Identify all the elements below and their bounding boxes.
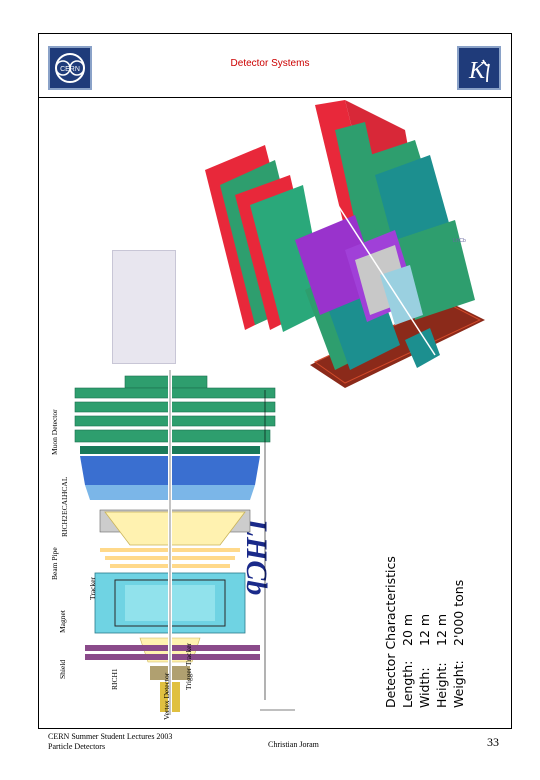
label-hcal: HCAL — [60, 476, 69, 497]
label-rich1: RICH1 — [110, 668, 119, 690]
k-gamma-logo: K — [457, 46, 501, 90]
lhcb-logo: LHCb — [112, 250, 273, 595]
detector-3d-view: LHCb — [205, 100, 485, 388]
spec-value: 2'000 tons — [451, 579, 466, 646]
cern-logo: CERN — [48, 46, 92, 90]
page-frame — [38, 33, 512, 729]
footer-course-title: Particle Detectors — [48, 742, 106, 751]
label-vertex-detector: Vertex Detector — [162, 672, 171, 720]
spec-row: Length: 20 m — [399, 556, 416, 708]
label-beam-pipe: Beam Pipe — [50, 547, 59, 580]
header-rule — [38, 97, 511, 98]
spec-row: Height: 12 m — [433, 556, 450, 708]
spec-label: Height: — [434, 662, 449, 708]
label-shield: Shield — [58, 659, 67, 679]
spec-label: Length: — [400, 660, 415, 708]
spec-value: 20 m — [400, 613, 415, 646]
page-number: 33 — [487, 735, 499, 749]
spec-row: Width: 12 m — [416, 556, 433, 708]
spec-row: Weight: 2'000 tons — [450, 556, 467, 708]
svg-text:LHCb: LHCb — [453, 238, 466, 244]
slide-title: Detector Systems — [230, 58, 310, 69]
footer-author: Christian Joram — [268, 740, 319, 749]
detector-cross-section — [74, 370, 295, 715]
label-trigger-tracker: Trigger Tracker — [184, 642, 193, 690]
spec-label: Width: — [417, 667, 432, 708]
label-magnet: Magnet — [58, 610, 67, 633]
svg-text:K: K — [468, 58, 487, 84]
specs-heading: Detector Characteristics — [383, 556, 398, 708]
label-rich2: RICH2 — [60, 515, 69, 537]
spec-value: 12 m — [434, 613, 449, 646]
label-ecal: ECAL — [60, 495, 69, 515]
spec-label: Weight: — [451, 660, 466, 708]
label-tracker: Tracker — [88, 576, 97, 600]
label-muon-detector: Muon Detector — [50, 409, 59, 455]
footer-left: CERN Summer Student Lectures 2003 Partic… — [48, 732, 172, 752]
footer-lecture-series: CERN Summer Student Lectures 2003 — [48, 732, 173, 741]
spec-value: 12 m — [417, 613, 432, 646]
svg-text:CERN: CERN — [60, 66, 80, 73]
